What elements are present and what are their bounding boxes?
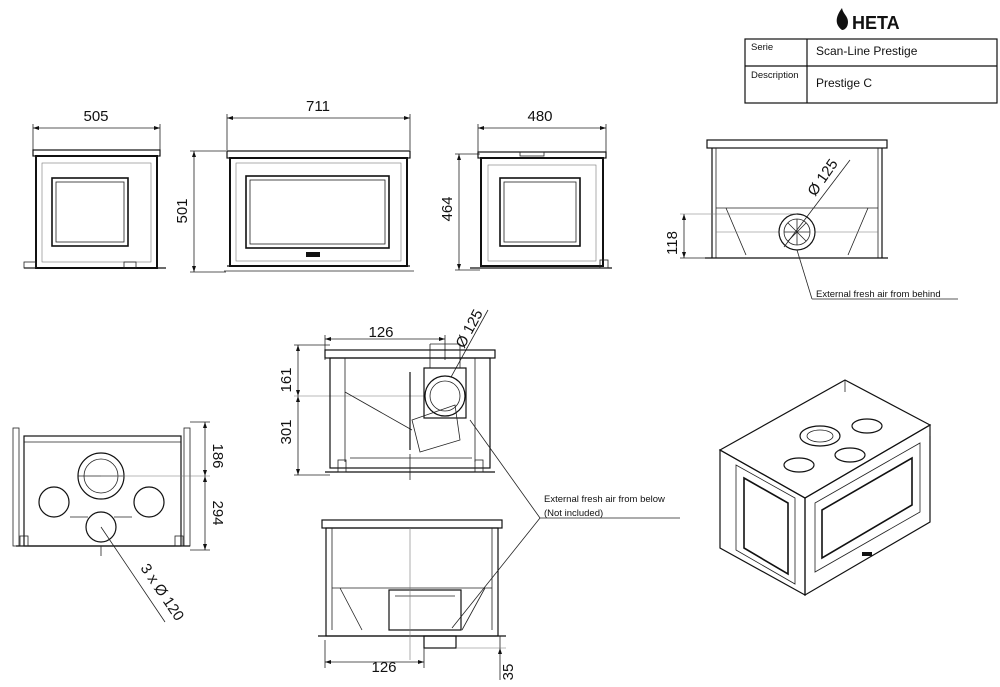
brand-name: HETA — [852, 13, 900, 33]
flame-icon — [836, 8, 848, 30]
title-block-description-value: Prestige C — [816, 76, 872, 90]
dim-top-depth-b: 301 — [278, 419, 295, 444]
air-below-callout: External fresh air from below (Not inclu… — [451, 419, 680, 629]
note-air-behind: External fresh air from behind — [816, 289, 941, 300]
dim-bottom-depth-b: 294 — [209, 500, 226, 525]
dim-top-depth-a: 161 — [278, 367, 295, 392]
dim-bottom-center-offset: 126 — [371, 659, 396, 676]
dim-bottom-inlet-height: 35 — [500, 664, 517, 681]
isometric-view — [718, 379, 932, 597]
dim-rear-width: 480 — [527, 108, 552, 125]
rear-view: 480 464 — [439, 108, 612, 271]
dim-side-width: 505 — [83, 108, 108, 125]
dim-bottom-depth-a: 186 — [209, 443, 226, 468]
dim-front-height: 501 — [174, 198, 191, 223]
bottom-view: 186 294 3 x Ø 120 — [12, 421, 226, 624]
note-air-below-line2: (Not included) — [544, 508, 603, 519]
title-block: Serie Scan-Line Prestige Description Pre… — [744, 38, 998, 104]
title-block-serie-label: Serie — [751, 42, 773, 53]
dim-rear-height: 464 — [439, 196, 456, 221]
back-section-view: Ø 125 118 External fresh air from behind — [664, 139, 958, 300]
front-view: 711 501 — [174, 98, 414, 273]
brand-logo: HETA — [836, 8, 900, 33]
side-view: 505 — [23, 108, 166, 269]
front-section-view: 126 35 — [318, 519, 517, 681]
dim-top-center-offset: 126 — [368, 324, 393, 341]
title-block-serie-value: Scan-Line Prestige — [816, 44, 918, 58]
note-air-below-line1: External fresh air from below — [544, 494, 665, 505]
dim-bottom-holes: 3 x Ø 120 — [137, 561, 187, 624]
top-section-view: 126 Ø 125 161 301 — [278, 307, 496, 480]
title-block-description-label: Description — [751, 70, 799, 81]
dim-front-width: 711 — [306, 98, 330, 115]
dim-back-inlet-height: 118 — [664, 231, 681, 255]
